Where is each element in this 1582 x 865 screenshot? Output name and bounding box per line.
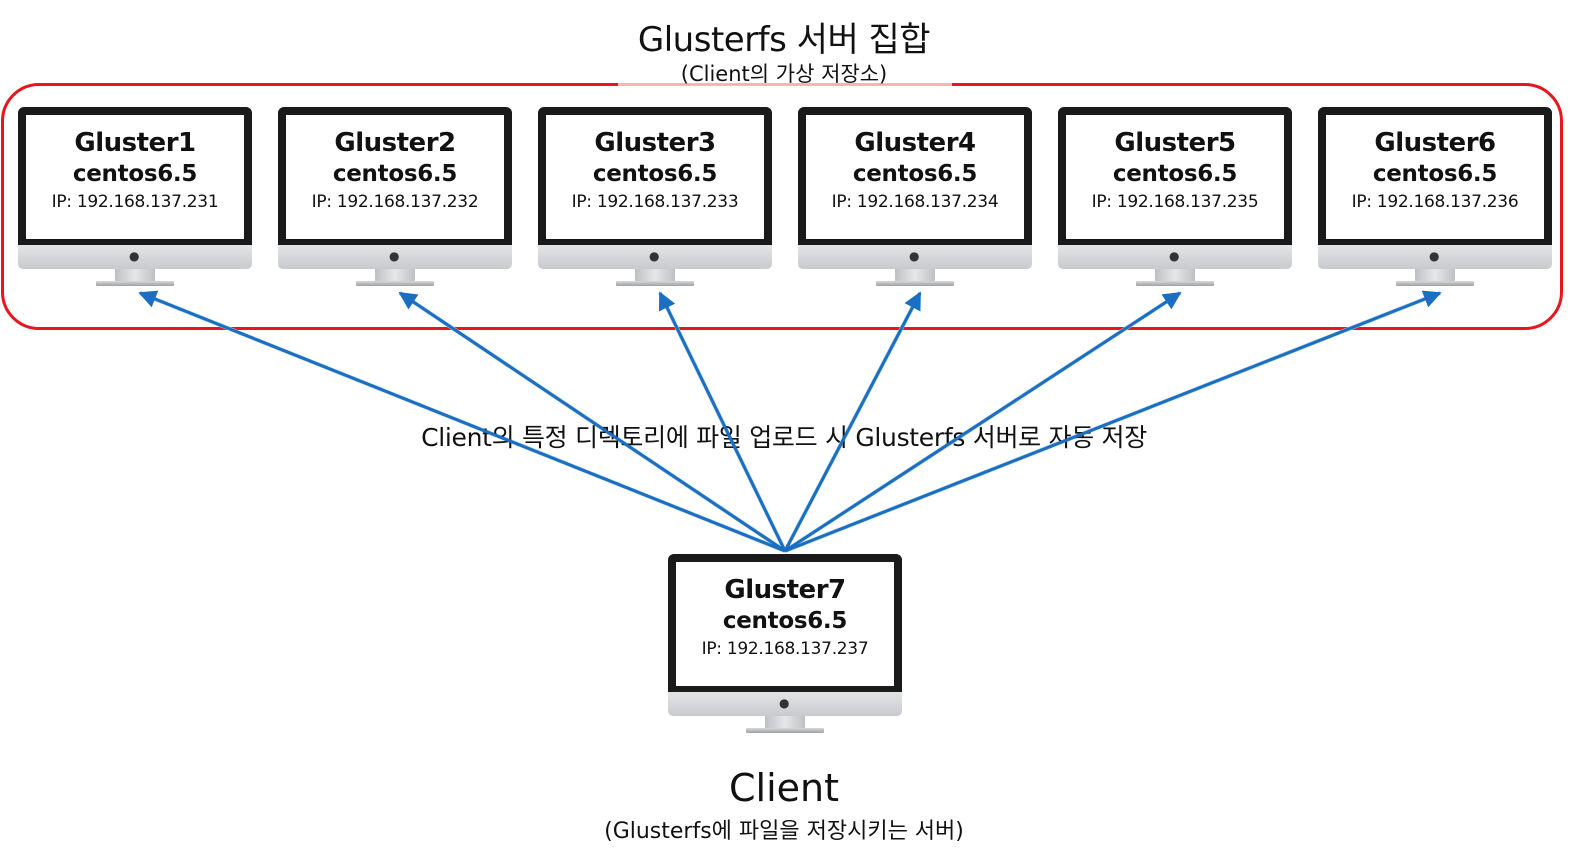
apple-logo-icon: ● <box>1169 249 1180 263</box>
monitor-stand-neck <box>635 269 675 281</box>
server-ip: IP: 192.168.137.236 <box>1351 192 1519 212</box>
server-host-name: Gluster5 <box>1114 128 1236 158</box>
monitor-stand-neck <box>375 269 415 281</box>
monitor-stand-foot <box>746 728 824 733</box>
upload-arrow <box>784 291 1182 553</box>
client-subtitle: (Glusterfs에 파일을 저장시키는 서버) <box>604 819 964 844</box>
server-host-name: Gluster6 <box>1374 128 1496 158</box>
flow-caption: Client의 특정 디렉토리에 파일 업로드 시 Glusterfs 서버로 … <box>421 423 1147 452</box>
monitor-stand-foot <box>1396 281 1474 286</box>
server-ip: IP: 192.168.137.233 <box>571 192 739 212</box>
monitor-stand-neck <box>765 716 805 728</box>
monitor-stand-neck <box>1155 269 1195 281</box>
monitor-chin: ● <box>18 245 252 269</box>
server-ip: IP: 192.168.137.231 <box>51 192 219 212</box>
monitor-screen: Gluster7 centos6.5 IP: 192.168.137.237 <box>676 562 894 686</box>
server-ip: IP: 192.168.137.234 <box>831 192 999 212</box>
monitor-stand-neck <box>115 269 155 281</box>
server-os: centos6.5 <box>1112 161 1238 187</box>
client-title: Client <box>728 766 839 810</box>
monitor-chin: ● <box>798 245 1032 269</box>
monitor-stand-foot <box>1136 281 1214 286</box>
monitor-chin: ● <box>278 245 512 269</box>
monitor-chin: ● <box>668 692 902 716</box>
monitor-stand-foot <box>876 281 954 286</box>
monitor-stand-foot <box>96 281 174 286</box>
monitor-chin: ● <box>1058 245 1292 269</box>
monitor-chin: ● <box>538 245 772 269</box>
server-host-name: Gluster1 <box>74 128 196 158</box>
server-os: centos6.5 <box>852 161 978 187</box>
upload-arrow <box>658 291 787 552</box>
server-os: centos6.5 <box>1372 161 1498 187</box>
apple-logo-icon: ● <box>389 249 400 263</box>
monitor-stand-neck <box>1415 269 1455 281</box>
upload-arrow <box>783 291 922 552</box>
client-monitor: Gluster7 centos6.5 IP: 192.168.137.237 ● <box>668 554 902 740</box>
server-os: centos6.5 <box>332 161 458 187</box>
boundary-title-gap-tint <box>618 83 952 86</box>
server-ip: IP: 192.168.137.235 <box>1091 192 1259 212</box>
apple-logo-icon: ● <box>649 249 660 263</box>
upload-arrow <box>784 290 1442 553</box>
server-host-name: Gluster2 <box>334 128 456 158</box>
server-host-name: Gluster4 <box>854 128 976 158</box>
apple-logo-icon: ● <box>779 696 790 710</box>
upload-arrow <box>138 290 786 553</box>
apple-logo-icon: ● <box>129 249 140 263</box>
client-host-name: Gluster7 <box>724 575 846 605</box>
apple-logo-icon: ● <box>1429 249 1440 263</box>
monitor-chin: ● <box>1318 245 1552 269</box>
upload-arrow <box>398 291 786 553</box>
server-os: centos6.5 <box>592 161 718 187</box>
server-host-name: Gluster3 <box>594 128 716 158</box>
monitor-stand-foot <box>616 281 694 286</box>
monitor-stand-foot <box>356 281 434 286</box>
apple-logo-icon: ● <box>909 249 920 263</box>
client-ip: IP: 192.168.137.237 <box>701 639 869 659</box>
monitor-bezel: Gluster7 centos6.5 IP: 192.168.137.237 <box>668 554 902 692</box>
client-os: centos6.5 <box>722 608 848 634</box>
monitor-stand-neck <box>895 269 935 281</box>
cluster-subtitle: (Client의 가상 저장소) <box>680 62 888 86</box>
server-os: centos6.5 <box>72 161 198 187</box>
cluster-title: Glusterfs 서버 집합 <box>637 20 931 60</box>
server-ip: IP: 192.168.137.232 <box>311 192 479 212</box>
